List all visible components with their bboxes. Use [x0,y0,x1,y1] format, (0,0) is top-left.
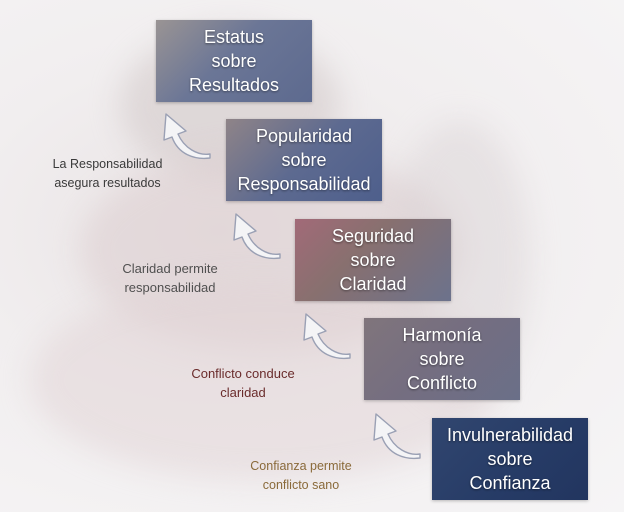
level-title: Invulnerabilidad [446,425,574,445]
arrow-up-left-icon [303,313,351,360]
transition-line: Confianza permite [250,459,352,473]
level-box-harmonia: Harmonía sobre Conflicto [364,318,520,400]
transition-line: Conflicto conduce [191,366,295,381]
level-connector: sobre [211,51,257,71]
level-connector: sobre [350,250,396,270]
transition-line: asegura resultados [54,176,161,190]
arrow-up-left-icon [163,113,211,160]
transition-label-claridad: Claridad permite responsabilidad [100,259,240,297]
level-title: Seguridad [331,226,415,246]
level-box-popularidad: Popularidad sobre Responsabilidad [226,119,382,201]
transition-label-confianza: Confianza permite conflicto sano [236,457,366,495]
level-subject: Claridad [339,274,407,294]
transition-line: conflicto sano [262,478,340,492]
level-box-estatus: Estatus sobre Resultados [156,20,312,102]
level-connector: sobre [281,150,327,170]
transition-line: Claridad permite [122,261,218,276]
level-title: Harmonía [402,325,482,345]
level-subject: Responsabilidad [237,174,371,194]
level-connector: sobre [487,449,533,469]
arrow-up-left-icon [233,213,281,260]
level-subject: Conflicto [406,373,478,393]
transition-line: responsabilidad [124,280,216,295]
level-title: Estatus [203,27,265,47]
level-subject: Resultados [188,75,280,95]
transition-label-conflicto: Conflicto conduce claridad [168,364,318,402]
level-connector: sobre [419,349,465,369]
transition-line: La Responsabilidad [52,157,163,171]
level-title: Popularidad [255,126,353,146]
level-subject: Confianza [469,473,551,493]
transition-label-responsabilidad: La Responsabilidad asegura resultados [30,155,185,193]
level-box-invulnerabilidad: Invulnerabilidad sobre Confianza [432,418,588,500]
level-box-seguridad: Seguridad sobre Claridad [295,219,451,301]
arrow-up-left-icon [373,413,421,460]
transition-line: claridad [220,385,266,400]
